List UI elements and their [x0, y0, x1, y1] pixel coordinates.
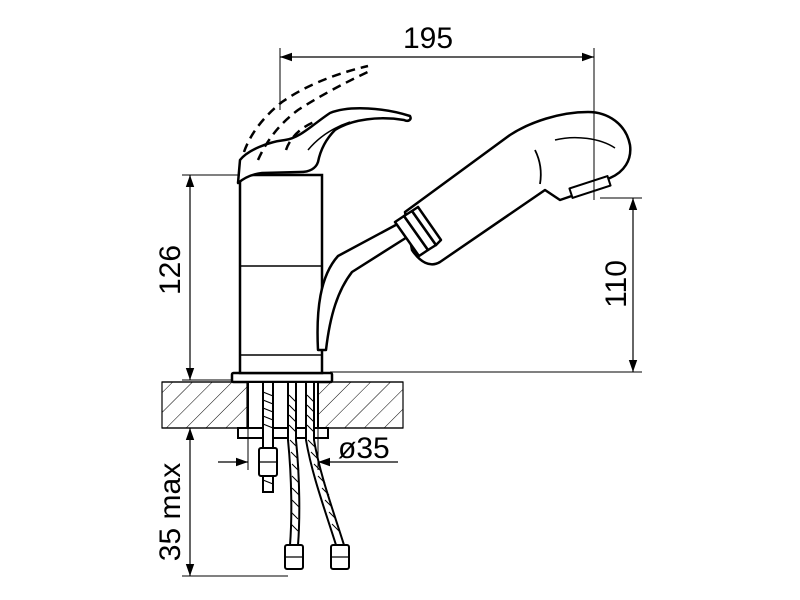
- dimension-body-height: 126: [154, 174, 240, 381]
- dimension-spout-height: 110: [330, 197, 642, 373]
- pull-out-spout: [316, 110, 632, 352]
- dimension-hole-diameter-label: ø35: [338, 432, 390, 465]
- dimension-spout-height-label: 110: [600, 260, 633, 308]
- dimension-body-height-label: 126: [154, 245, 187, 295]
- dimension-hole-diameter: ø35: [218, 428, 398, 470]
- lever-handle: [236, 107, 412, 185]
- lever-alternate-position: [242, 64, 373, 161]
- flexible-hoses: [284, 381, 350, 570]
- dimension-max-thickness-label: 35 max: [154, 463, 187, 561]
- dimension-width: 195: [279, 22, 595, 200]
- faucet-body: [230, 173, 334, 384]
- dimension-width-label: 195: [403, 22, 453, 55]
- dimension-max-thickness: 35 max: [154, 427, 288, 577]
